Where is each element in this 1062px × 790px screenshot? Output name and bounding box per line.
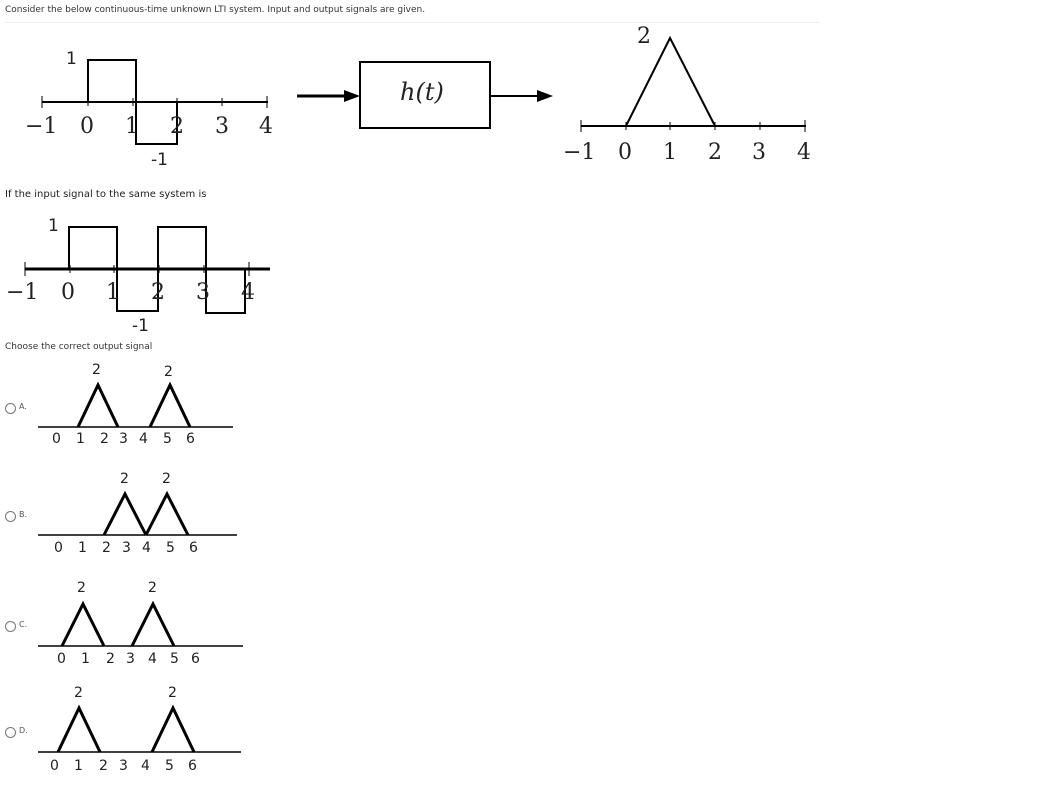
option-b-radio[interactable] bbox=[5, 511, 16, 522]
option-c-tick-label: 0 bbox=[57, 651, 66, 667]
fig2-input-tick-label: 1 bbox=[106, 280, 120, 305]
option-a-tick-label: 2 bbox=[100, 431, 109, 447]
fig1-input-tick-label: 4 bbox=[259, 114, 273, 139]
fig1-input-tick-label: 0 bbox=[80, 114, 94, 139]
option-b-peak-label: 2 bbox=[120, 471, 129, 487]
fig1-positive-pulse bbox=[87, 59, 137, 103]
choose-prompt: Choose the correct output signal bbox=[5, 342, 153, 352]
option-a-peak-label: 2 bbox=[164, 364, 173, 380]
option-c-tick-label: 1 bbox=[81, 651, 90, 667]
optionA-triangle-2 bbox=[148, 381, 192, 428]
optionB-triangle-2 bbox=[144, 490, 190, 536]
fig2-pulse-2 bbox=[116, 268, 159, 312]
option-c-tick-label: 5 bbox=[170, 651, 179, 667]
fig2-input-amp-bottom: -1 bbox=[132, 316, 149, 336]
optionD-triangle-1 bbox=[56, 704, 102, 753]
option-d-tick-label: 5 bbox=[165, 758, 174, 774]
option-a-radio[interactable] bbox=[5, 403, 16, 414]
system-box bbox=[359, 61, 491, 129]
fig1-arrow-out-head bbox=[537, 90, 553, 102]
option-b-tick-label: 3 bbox=[122, 540, 131, 556]
option-d-tick-label: 3 bbox=[119, 758, 128, 774]
fig1-output-tick-label: 4 bbox=[797, 140, 811, 165]
option-c-radio[interactable] bbox=[5, 621, 16, 632]
fig2-pulse-3 bbox=[157, 226, 207, 270]
option-d-peak-label: 2 bbox=[168, 685, 177, 701]
option-b-tick-label: 2 bbox=[102, 540, 111, 556]
option-d-letter[interactable]: D. bbox=[19, 726, 28, 735]
fig1-input-tick-label: 2 bbox=[170, 114, 184, 139]
second-input-prompt: If the input signal to the same system i… bbox=[5, 189, 207, 200]
option-a-peak-label: 2 bbox=[92, 362, 101, 378]
option-a-tick-label: 3 bbox=[119, 431, 128, 447]
option-b-tick-label: 5 bbox=[166, 540, 175, 556]
option-b-letter[interactable]: B. bbox=[19, 510, 28, 519]
optionB-triangle-1 bbox=[102, 490, 148, 536]
fig1-input-amp-top: 1 bbox=[66, 49, 77, 69]
fig1-arrow-in-head bbox=[344, 90, 360, 102]
optionA-triangle-1 bbox=[76, 381, 120, 428]
fig2-pulse-1 bbox=[68, 226, 118, 270]
option-b-tick-label: 6 bbox=[189, 540, 198, 556]
option-d-radio[interactable] bbox=[5, 727, 16, 738]
option-d-peak-label: 2 bbox=[74, 685, 83, 701]
fig1-output-triangle bbox=[625, 35, 716, 127]
fig1-output-tick-label: −1 bbox=[563, 140, 596, 165]
option-c-tick-label: 6 bbox=[191, 651, 200, 667]
option-a-tick-label: 6 bbox=[186, 431, 195, 447]
option-b-tick-label: 1 bbox=[78, 540, 87, 556]
fig2-input-tick-label: −1 bbox=[6, 280, 39, 305]
option-a-letter[interactable]: A. bbox=[19, 402, 27, 411]
fig2-input-tick-label: 2 bbox=[151, 280, 165, 305]
option-d-tick-label: 4 bbox=[141, 758, 150, 774]
option-c-peak-label: 2 bbox=[77, 580, 86, 596]
fig1-input-amp-bottom: -1 bbox=[151, 150, 168, 170]
fig2-input-amp-top: 1 bbox=[48, 216, 59, 236]
option-c-peak-label: 2 bbox=[148, 580, 157, 596]
option-b-tick-label: 0 bbox=[54, 540, 63, 556]
option-a-tick-label: 4 bbox=[139, 431, 148, 447]
fig1-output-peak: 2 bbox=[637, 24, 651, 49]
option-c-tick-label: 3 bbox=[126, 651, 135, 667]
optionC-triangle-1 bbox=[60, 600, 106, 647]
option-a-tick-label: 0 bbox=[52, 431, 61, 447]
option-c-letter[interactable]: C. bbox=[19, 620, 28, 629]
fig1-output-tick-label: 1 bbox=[663, 140, 677, 165]
fig2-pulse-4 bbox=[205, 268, 246, 314]
fig1-output-tick-label: 0 bbox=[618, 140, 632, 165]
fig1-output-tick-label: 3 bbox=[752, 140, 766, 165]
optionC-triangle-2 bbox=[130, 600, 176, 647]
system-label: h(t) bbox=[400, 78, 444, 106]
optionD-triangle-2 bbox=[150, 704, 196, 753]
option-a-tick-label: 5 bbox=[163, 431, 172, 447]
fig2-input-tick-label: 4 bbox=[241, 280, 255, 305]
fig2-input-tick-label: 0 bbox=[61, 280, 75, 305]
question-intro: Consider the below continuous-time unkno… bbox=[5, 5, 426, 15]
fig1-input-tick-label: 1 bbox=[125, 114, 139, 139]
fig1-input-tick-label: 3 bbox=[215, 114, 229, 139]
option-d-tick-label: 2 bbox=[99, 758, 108, 774]
option-b-peak-label: 2 bbox=[162, 471, 171, 487]
intro-divider bbox=[5, 22, 820, 23]
fig2-input-tick-label: 3 bbox=[196, 280, 210, 305]
option-d-tick-label: 6 bbox=[188, 758, 197, 774]
option-a-tick-label: 1 bbox=[76, 431, 85, 447]
option-b-tick-label: 4 bbox=[142, 540, 151, 556]
option-c-tick-label: 2 bbox=[106, 651, 115, 667]
fig1-output-tick-label: 2 bbox=[708, 140, 722, 165]
option-d-tick-label: 1 bbox=[74, 758, 83, 774]
fig1-negative-pulse bbox=[135, 101, 178, 145]
option-d-tick-label: 0 bbox=[50, 758, 59, 774]
fig1-input-tick-label: −1 bbox=[25, 114, 58, 139]
option-c-tick-label: 4 bbox=[148, 651, 157, 667]
